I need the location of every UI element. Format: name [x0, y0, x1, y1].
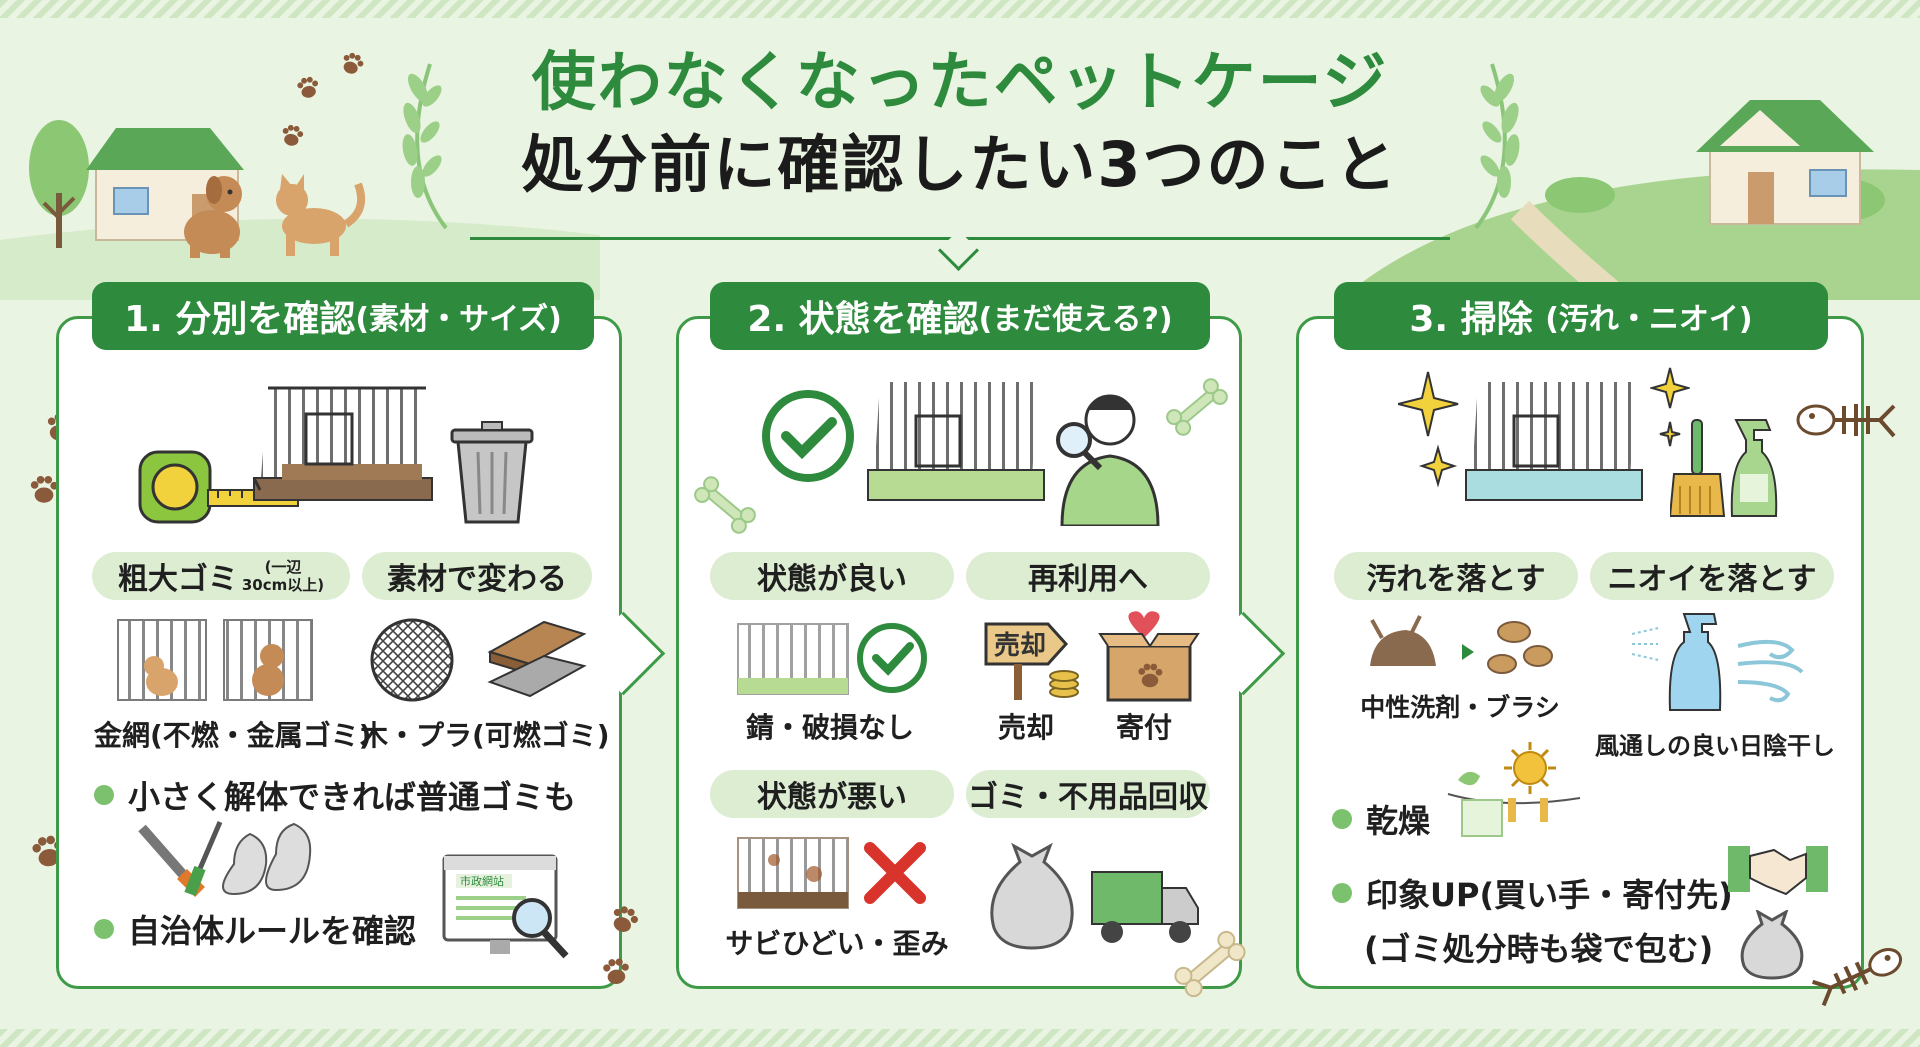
clothesline-icon [1447, 742, 1581, 837]
laurel-icon [1474, 63, 1520, 230]
paw-icon [280, 50, 366, 148]
spray-bottle-icon [1730, 419, 1778, 517]
cage-icon [737, 623, 927, 695]
bone-icon [1163, 375, 1231, 439]
cross-icon [864, 842, 926, 904]
pill-bad-condition: 状態が悪い [710, 770, 954, 818]
title-line1: 使わなくなったペットケージ [531, 46, 1389, 120]
house-icon [1696, 100, 1874, 225]
panel2-heading: 2. 状態を確認(まだ使える?) [710, 282, 1210, 350]
sell-sign-text: 売却 [994, 631, 1046, 661]
pill-oversized-note1: (一辺 [264, 558, 302, 576]
monitor-text: 市政網站 [460, 874, 504, 888]
panel2-heading-sub: (まだ使える?) [978, 302, 1173, 337]
cage-icon [737, 837, 849, 909]
label-detergent-brush: 中性洗剤・ブラシ [1360, 693, 1560, 722]
brush-icon [1670, 419, 1726, 517]
label-sell: 売却 [997, 711, 1054, 744]
person-magnifier-icon [1056, 394, 1160, 526]
panel1-heading-main: 1. 分別を確認 [124, 299, 356, 340]
pill-oversized-main: 粗大ゴミ [117, 562, 238, 597]
bullet-dot [1332, 883, 1352, 903]
laurel-icon [402, 63, 448, 230]
dirt-icon [1370, 615, 1553, 674]
checkmark-icon [762, 390, 854, 482]
panel2-heading-main: 2. 状態を確認 [747, 299, 979, 340]
pill-remove-odor: ニオイを落とす [1590, 552, 1834, 600]
cage-icon [252, 386, 433, 501]
sun-icon [1504, 742, 1556, 794]
title-block: 使わなくなったペットケージ 処分前に確認したい3つのこと [440, 44, 1480, 208]
bullet-dot [94, 919, 114, 939]
trash-can-icon [450, 421, 534, 524]
top-stripe [0, 0, 1920, 18]
dog-icon [184, 176, 242, 258]
fish-bone-icon [1812, 948, 1903, 1007]
pill-material: 素材で変わる [362, 552, 592, 600]
bullet-dot [1332, 809, 1352, 829]
label-wire-mesh: 金網(不燃・金属ゴミ) [94, 719, 372, 752]
bullet-disassemble: 小さく解体できれば普通ゴミも [94, 772, 576, 818]
sparkle-icon [1650, 367, 1690, 447]
bone-icon [691, 473, 759, 537]
cage-icon [867, 382, 1045, 501]
bullet-impression-text: 印象UP(買い手・寄付先) [1366, 876, 1733, 914]
label-air-dry: 風通しの良い日陰干し [1595, 732, 1835, 760]
truck-icon [1091, 871, 1199, 943]
panel3-heading-main: 3. 掃除 [1409, 299, 1533, 340]
label-wood-plastic: 木・プラ(可燃ゴミ) [360, 719, 610, 752]
panel1-heading: 1. 分別を確認(素材・サイズ) [92, 282, 594, 350]
sparkle-icon [1398, 371, 1459, 488]
bottom-stripe [0, 1029, 1920, 1047]
pill-good-condition: 状態が良い [710, 552, 954, 600]
bullet-dot [94, 785, 114, 805]
sell-sign-icon: 売却 [984, 622, 1079, 700]
bullet-dry-text: 乾燥 [1366, 802, 1431, 840]
pill-oversized-note2: 30cm以上) [241, 576, 325, 594]
panel3-heading: 3. 掃除 (汚れ・ニオイ) [1334, 282, 1828, 350]
pill-remove-dirt: 汚れを落とす [1334, 552, 1578, 600]
bone-icon [1171, 927, 1249, 1001]
wind-icon [1631, 613, 1804, 711]
handshake-icon [1728, 846, 1828, 896]
fish-bone-icon [1796, 404, 1896, 438]
wood-board-icon [487, 620, 587, 698]
tree-icon [29, 120, 89, 248]
bullet-check-rules-text: 自治体ルールを確認 [128, 912, 417, 950]
pill-waste-collection: ゴミ・不用品回収 [966, 770, 1210, 818]
label-donate: 寄付 [1115, 711, 1172, 744]
label-no-damage: 錆・破損なし [745, 711, 914, 744]
pill-reuse: 再利用へ [966, 552, 1210, 600]
bullet-impression-note: (ゴミ処分時も袋で包む) [1364, 930, 1714, 968]
bullet-impression: 印象UP(買い手・寄付先) [1332, 870, 1733, 916]
tape-measure-icon [138, 450, 299, 524]
wire-mesh-icon [370, 618, 454, 702]
label-rusted-warped: サビひどい・歪み [725, 927, 949, 960]
tools-icon [138, 821, 312, 897]
panel1-heading-sub: (素材・サイズ) [355, 302, 562, 337]
garbage-bag-icon [990, 842, 1074, 950]
cage-icon [1465, 382, 1643, 501]
donation-box-icon [1098, 611, 1200, 702]
bullet-check-rules: 自治体ルールを確認 [94, 906, 416, 952]
title-line2: 処分前に確認したい3つのこと [521, 128, 1399, 201]
panel3-heading-sub: (汚れ・ニオイ) [1545, 302, 1753, 337]
garbage-bag-icon [1740, 910, 1804, 980]
cat-icon [276, 174, 365, 256]
cage-icon [117, 619, 313, 701]
coins-icon [1049, 670, 1079, 698]
bullet-dry: 乾燥 [1332, 796, 1430, 842]
monitor-search-icon: 市政網站 [442, 854, 569, 959]
paw-icon [602, 903, 641, 986]
bullet-disassemble-text: 小さく解体できれば普通ゴミも [128, 778, 577, 816]
